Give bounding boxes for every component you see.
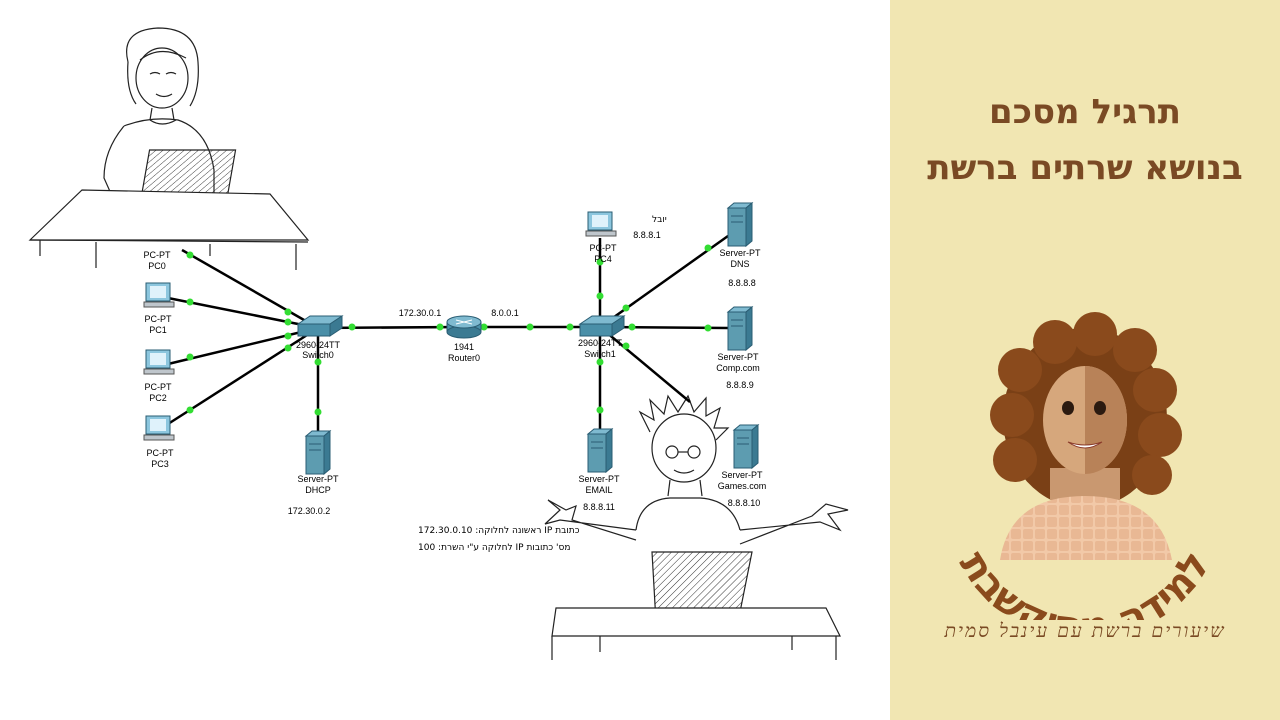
games-name-label: Games.com [718, 481, 767, 491]
logo: למידה מתוקשבת [950, 312, 1220, 620]
dhcp-type-label: Server-PT [297, 474, 339, 484]
link-pc0-switch0 [181, 248, 319, 330]
switch1-icon[interactable] [578, 315, 626, 337]
comp-type-label: Server-PT [717, 352, 759, 362]
router0-icon[interactable] [446, 315, 482, 339]
email-ip-label: 8.8.8.11 [583, 502, 615, 512]
pc4-owner-label: יובל [652, 215, 667, 225]
email-server-icon[interactable] [586, 427, 614, 474]
comp-name-label: Comp.com [716, 363, 760, 373]
games-ip-label: 8.8.8.10 [728, 498, 761, 508]
router0-name-label: Router0 [448, 353, 480, 363]
email-name-label: EMAIL [585, 485, 612, 495]
switch1-type-label: 2960-24TT [578, 338, 623, 348]
link-pc3-switch0 [167, 326, 319, 426]
title-line-1: תרגיל מסכם [989, 92, 1181, 132]
network-canvas: PC-PT PC0 PC-PT PC1 PC-PT PC2 PC-PT PC3 … [28, 27, 849, 660]
games-server-icon[interactable] [732, 423, 760, 470]
pc1-name-label: PC1 [149, 325, 167, 335]
games-type-label: Server-PT [721, 470, 763, 480]
pc4-name-label: PC4 [594, 254, 612, 264]
title-line-2: בנושא שרתים ברשת [927, 148, 1243, 188]
subtitle: שיעורים ברשת עם עינבל סמית [944, 620, 1226, 642]
port-indicators [186, 244, 712, 416]
pc1-icon[interactable] [143, 282, 175, 308]
comp-server-icon[interactable] [726, 305, 754, 352]
pc2-type-label: PC-PT [145, 382, 173, 392]
title-panel: תרגיל מסכם בנושא שרתים ברשת למידה [890, 0, 1280, 720]
switch0-type-label: 2960-24TT [296, 340, 341, 350]
router0-type-label: 1941 [454, 342, 474, 352]
comp-ip-label: 8.8.8.9 [726, 380, 754, 390]
router0-left-ip: 172.30.0.1 [399, 308, 442, 318]
dhcp-name-label: DHCP [305, 485, 331, 495]
dhcp-pool-size-note: מס' כתובות IP לחלוקה ע"י השרת: 100 [418, 543, 570, 553]
network-links [167, 234, 729, 434]
switch0-icon[interactable] [296, 315, 344, 337]
email-type-label: Server-PT [578, 474, 620, 484]
dns-ip-label: 8.8.8.8 [728, 278, 756, 288]
pc2-name-label: PC2 [149, 393, 167, 403]
dns-type-label: Server-PT [719, 248, 761, 258]
woman-avatar-icon [990, 312, 1182, 560]
pc3-icon[interactable] [143, 415, 175, 441]
pc4-icon[interactable] [585, 211, 617, 237]
pc0-name-label: PC0 [148, 261, 166, 271]
switch1-name-label: Switch1 [584, 349, 616, 359]
pc2-icon[interactable] [143, 349, 175, 375]
pc3-type-label: PC-PT [147, 448, 175, 458]
boy-laptop-illustration [544, 394, 849, 660]
router0-right-ip: 8.0.0.1 [491, 308, 519, 318]
network-diagram: PC-PT PC0 PC-PT PC1 PC-PT PC2 PC-PT PC3 … [28, 27, 849, 660]
dhcp-first-ip-note: כתובת IP ראשונה לחלוקה: 172.30.0.10 [418, 526, 580, 536]
dhcp-server-icon[interactable] [304, 429, 332, 476]
switch0-name-label: Switch0 [302, 350, 334, 360]
pc3-name-label: PC3 [151, 459, 169, 469]
woman-laptop-illustration [28, 27, 310, 270]
dns-server-icon[interactable] [726, 201, 754, 248]
pc4-type-label: PC-PT [590, 243, 618, 253]
pc4-ip-label: 8.8.8.1 [633, 230, 661, 240]
pc1-type-label: PC-PT [145, 314, 173, 324]
dhcp-ip-label: 172.30.0.2 [288, 506, 331, 516]
link-switch1-games [599, 326, 691, 403]
pc0-type-label: PC-PT [144, 250, 172, 260]
dns-name-label: DNS [730, 259, 749, 269]
